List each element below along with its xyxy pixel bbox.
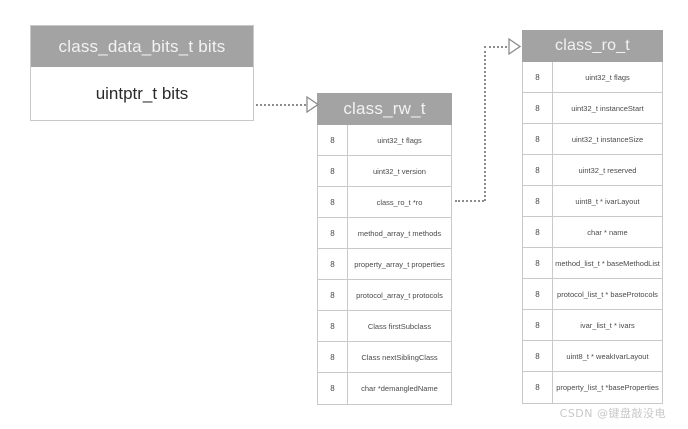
field-size: 8	[318, 249, 348, 279]
field-name: uint32_t flags	[377, 135, 422, 145]
field-size: 8	[523, 217, 553, 247]
field-name: uint8_t * ivarLayout	[575, 196, 640, 206]
field-name: protocol_list_t * baseProtocols	[557, 289, 658, 299]
field-size: 8	[523, 279, 553, 309]
class-ro-rows: 8 uint32_t flags 8 uint32_t instanceStart 8 u…	[522, 62, 663, 404]
field-name: uint32_t reserved	[578, 165, 637, 175]
class-ro-table: class_ro_t 8 uint32_t flags 8 uint32_t inst…	[522, 30, 663, 404]
table-row: 8 Class nextSiblingClass	[318, 342, 451, 373]
field-size: 8	[318, 156, 348, 186]
field-name: method_list_t * baseMethodList	[555, 258, 660, 268]
field-size: 8	[523, 62, 553, 92]
field-name: ivar_list_t * ivars	[580, 320, 635, 330]
field-name: property_array_t properties	[354, 259, 445, 269]
class-rw-table: class_rw_t 8 uint32_t flags 8 uint32_t vers…	[317, 93, 452, 405]
class-rw-rows: 8 uint32_t flags 8 uint32_t version 8 class_r…	[317, 125, 452, 405]
field-size: 8	[523, 155, 553, 185]
field-size: 8	[318, 187, 348, 217]
field-name: Class nextSiblingClass	[361, 352, 438, 362]
table-row: 8 char * name	[523, 217, 662, 248]
field-size: 8	[318, 311, 348, 341]
class-ro-header: class_ro_t	[522, 30, 663, 62]
table-row: 8 uint8_t * weakIvarLayout	[523, 341, 662, 372]
csdn-watermark: CSDN @键盘敲没电	[559, 407, 666, 420]
field-size: 8	[523, 93, 553, 123]
field-size: 8	[523, 124, 553, 154]
class-rw-header: class_rw_t	[317, 93, 452, 125]
table-row: 8 class_ro_t *ro	[318, 187, 451, 218]
table-row: 8 Class firstSubclass	[318, 311, 451, 342]
field-name: char * name	[587, 227, 628, 237]
table-row: 8 property_array_t properties	[318, 249, 451, 280]
field-name: char *demangledName	[361, 384, 438, 393]
connector-ro-segment-h2	[484, 46, 511, 48]
table-row: 8 protocol_list_t * baseProtocols	[523, 279, 662, 310]
table-row: 8 method_array_t methods	[318, 218, 451, 249]
field-name: uint32_t flags	[585, 72, 630, 82]
field-name: Class firstSubclass	[367, 321, 432, 331]
table-row: 8 uint32_t flags	[318, 125, 451, 156]
field-size: 8	[523, 341, 553, 371]
field-size: 8	[318, 125, 348, 155]
field-size: 8	[523, 372, 553, 403]
connector-bits-to-rw-line	[256, 104, 310, 106]
field-size: 8	[318, 280, 348, 310]
field-name: uint8_t * weakIvarLayout	[566, 351, 649, 361]
connector-ro-segment-v	[484, 46, 486, 201]
field-name: protocol_array_t protocols	[356, 290, 443, 300]
field-size: 8	[318, 373, 348, 404]
field-name: uint32_t instanceStart	[571, 103, 644, 113]
field-name: uint32_t instanceSize	[571, 134, 644, 144]
field-size: 8	[523, 248, 553, 278]
table-row: 8 uint32_t instanceSize	[523, 124, 662, 155]
class-data-bits-box: class_data_bits_t bits uintptr_t bits	[30, 25, 254, 121]
class-data-bits-header: class_data_bits_t bits	[31, 26, 253, 67]
table-row: 8 uint32_t version	[318, 156, 451, 187]
field-size: 8	[523, 310, 553, 340]
table-row: 8 uint32_t flags	[523, 62, 662, 93]
field-name: method_array_t methods	[357, 228, 442, 238]
table-row: 8 char *demangledName	[318, 373, 451, 404]
table-row: 8 uint8_t * ivarLayout	[523, 186, 662, 217]
table-row: 8 uint32_t instanceStart	[523, 93, 662, 124]
table-row: 8 ivar_list_t * ivars	[523, 310, 662, 341]
field-size: 8	[523, 186, 553, 216]
field-size: 8	[318, 342, 348, 372]
field-size: 8	[318, 218, 348, 248]
connector-ro-segment-h1	[455, 200, 484, 202]
class-data-bits-body: uintptr_t bits	[31, 67, 253, 120]
field-name: property_list_t *baseProperties	[556, 383, 659, 392]
table-row: 8 uint32_t reserved	[523, 155, 662, 186]
table-row: 8 protocol_array_t protocols	[318, 280, 451, 311]
field-name: uint32_t version	[373, 166, 426, 176]
field-name: class_ro_t *ro	[376, 197, 423, 207]
